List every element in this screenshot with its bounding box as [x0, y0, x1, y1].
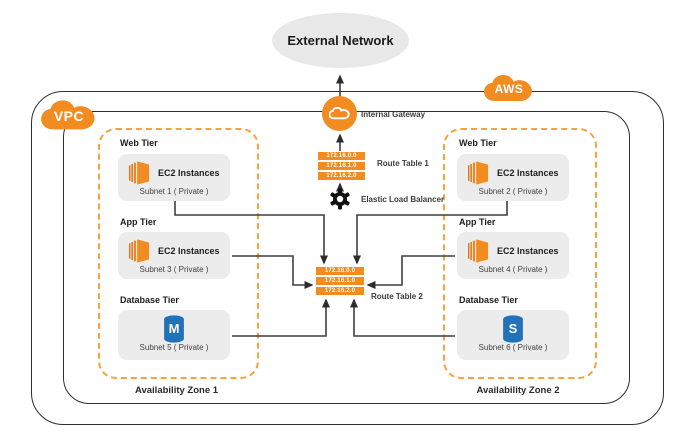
node-label: EC2 Instances [497, 168, 559, 178]
internal-gateway-label: Internal Gateway [361, 110, 426, 119]
database-icon [164, 315, 184, 343]
tier-label-db-2: Database Tier [459, 295, 518, 305]
route-table-1: 172.16.0.0 172.16.1.0 172.16.2.0 [318, 152, 365, 180]
route-entry: 172.16.0.0 [318, 152, 365, 160]
aws-label: AWS [494, 82, 524, 96]
vpc-label: VPC [53, 108, 85, 124]
tier-label-app-1: App Tier [120, 217, 157, 227]
route-table-2-label: Route Table 2 [371, 292, 423, 301]
route-entry: 172.16.2.0 [316, 287, 364, 295]
ec2-node-subnet-4: EC2 Instances Subnet 4 ( Private ) [457, 232, 569, 279]
ec2-node-subnet-3: EC2 Instances Subnet 3 ( Private ) [118, 232, 230, 279]
node-label: EC2 Instances [497, 246, 559, 256]
elastic-load-balancer-label: Elastic Load Balancer [361, 195, 445, 204]
subnet-label: Subnet 4 ( Private ) [478, 265, 548, 274]
external-network-node: External Network [272, 13, 409, 68]
ec2-node-subnet-1: EC2 Instances Subnet 1 ( Private ) [118, 154, 230, 201]
tier-label-app-2: App Tier [459, 217, 496, 227]
database-letter: S [508, 321, 518, 336]
subnet-label: Subnet 5 ( Private ) [139, 343, 209, 352]
subnet-label: Subnet 3 ( Private ) [139, 265, 209, 274]
ec2-icon [129, 239, 150, 263]
subnet-label: Subnet 6 ( Private ) [478, 343, 548, 352]
availability-zone-2-label: Availability Zone 2 [476, 385, 560, 396]
vpc-badge: VPC [40, 96, 98, 136]
cloud-icon [41, 100, 95, 130]
route-table-1-label: Route Table 1 [377, 159, 429, 168]
node-label: EC2 Instances [158, 168, 220, 178]
tier-label-web-1: Web Tier [120, 138, 158, 148]
tier-label-db-1: Database Tier [120, 295, 179, 305]
aws-badge: AWS [483, 71, 535, 107]
ec2-icon [129, 161, 150, 185]
cloud-icon [329, 107, 350, 120]
tier-label-web-2: Web Tier [459, 138, 497, 148]
ec2-icon [468, 239, 489, 263]
elastic-load-balancer-node [329, 188, 351, 210]
database-icon [503, 315, 523, 343]
availability-zone-1-label: Availability Zone 1 [134, 385, 219, 396]
route-entry: 172.16.1.0 [318, 162, 365, 170]
node-label: EC2 Instances [158, 246, 220, 256]
database-letter: M [168, 321, 180, 336]
route-entry: 172.16.2.0 [318, 172, 365, 180]
route-entry: 172.16.0.0 [316, 267, 364, 275]
subnet-label: Subnet 2 ( Private ) [478, 187, 548, 196]
subnet-label: Subnet 1 ( Private ) [139, 187, 209, 196]
database-node-subnet-6: S Subnet 6 ( Private ) [457, 310, 569, 360]
ec2-node-subnet-2: EC2 Instances Subnet 2 ( Private ) [457, 154, 569, 201]
cloud-icon [484, 74, 532, 101]
route-table-2: 172.16.0.0 172.16.1.0 172.16.2.0 [316, 267, 364, 295]
internal-gateway-node [322, 96, 357, 131]
external-network-label: External Network [287, 33, 394, 48]
route-entry: 172.16.1.0 [316, 277, 364, 285]
ec2-icon [468, 161, 489, 185]
database-node-subnet-5: M Subnet 5 ( Private ) [118, 310, 230, 360]
gear-icon [330, 188, 350, 210]
